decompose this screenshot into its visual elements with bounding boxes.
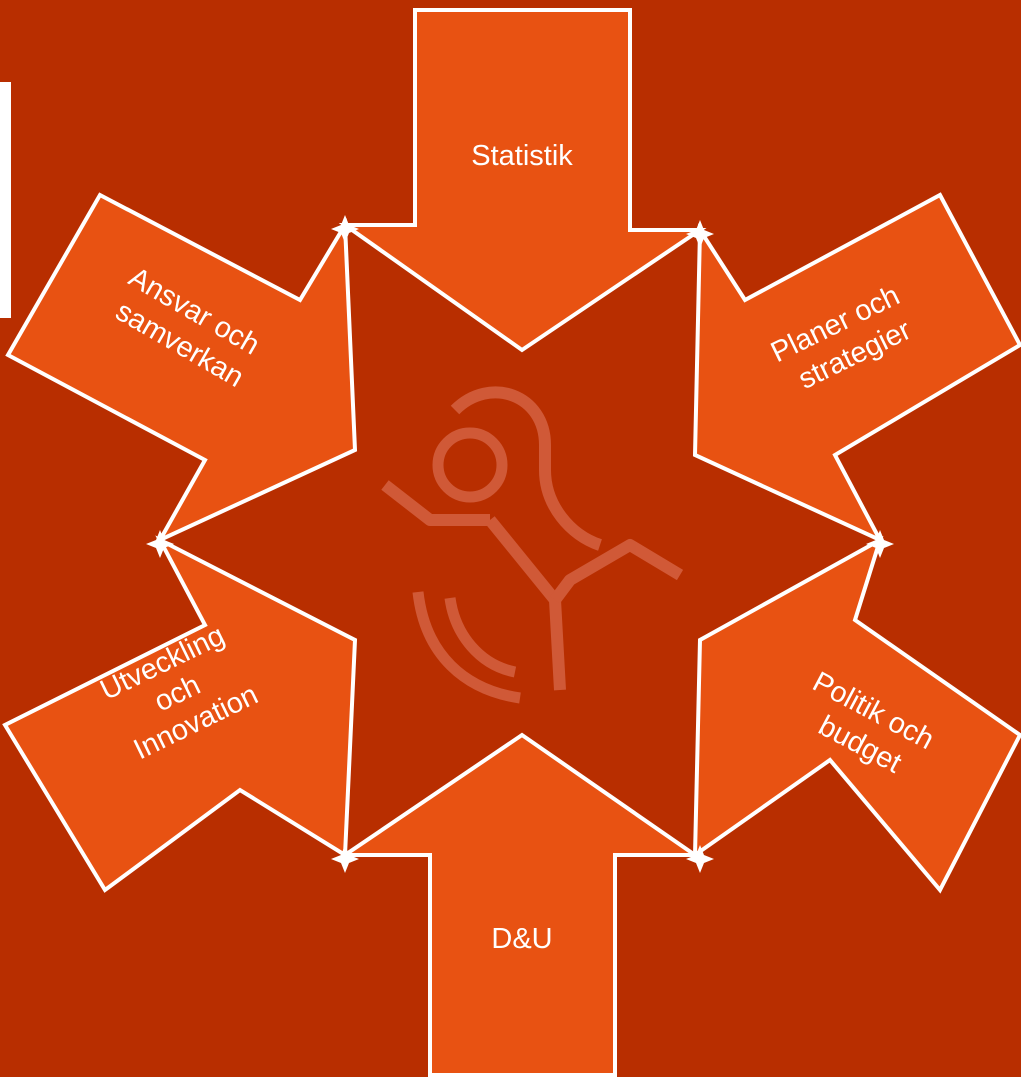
person-figure-logo-icon <box>381 386 684 704</box>
arrow-du: D&U <box>338 732 702 1077</box>
arrow-label-statistik: Statistik <box>471 140 573 172</box>
junction-top-left <box>331 215 359 243</box>
left-edge-bar <box>0 82 11 318</box>
arrow-label-du: D&U <box>491 923 552 955</box>
junction-bottom-right <box>686 845 714 873</box>
arrow-planer-och-strategier: Planer och strategier <box>692 192 1021 545</box>
junction-left <box>146 530 174 558</box>
arrow-ansvar-och-samverkan: Ansvar och samverkan <box>5 192 358 545</box>
junction-right <box>866 530 894 558</box>
junction-top-right <box>686 220 714 248</box>
arrow-statistik: Statistik <box>338 8 707 353</box>
arrow-politik-och-budget: Politik och budget <box>692 535 1021 894</box>
junction-points <box>146 215 894 873</box>
center-star-area <box>160 225 880 855</box>
junction-bottom-left <box>331 845 359 873</box>
